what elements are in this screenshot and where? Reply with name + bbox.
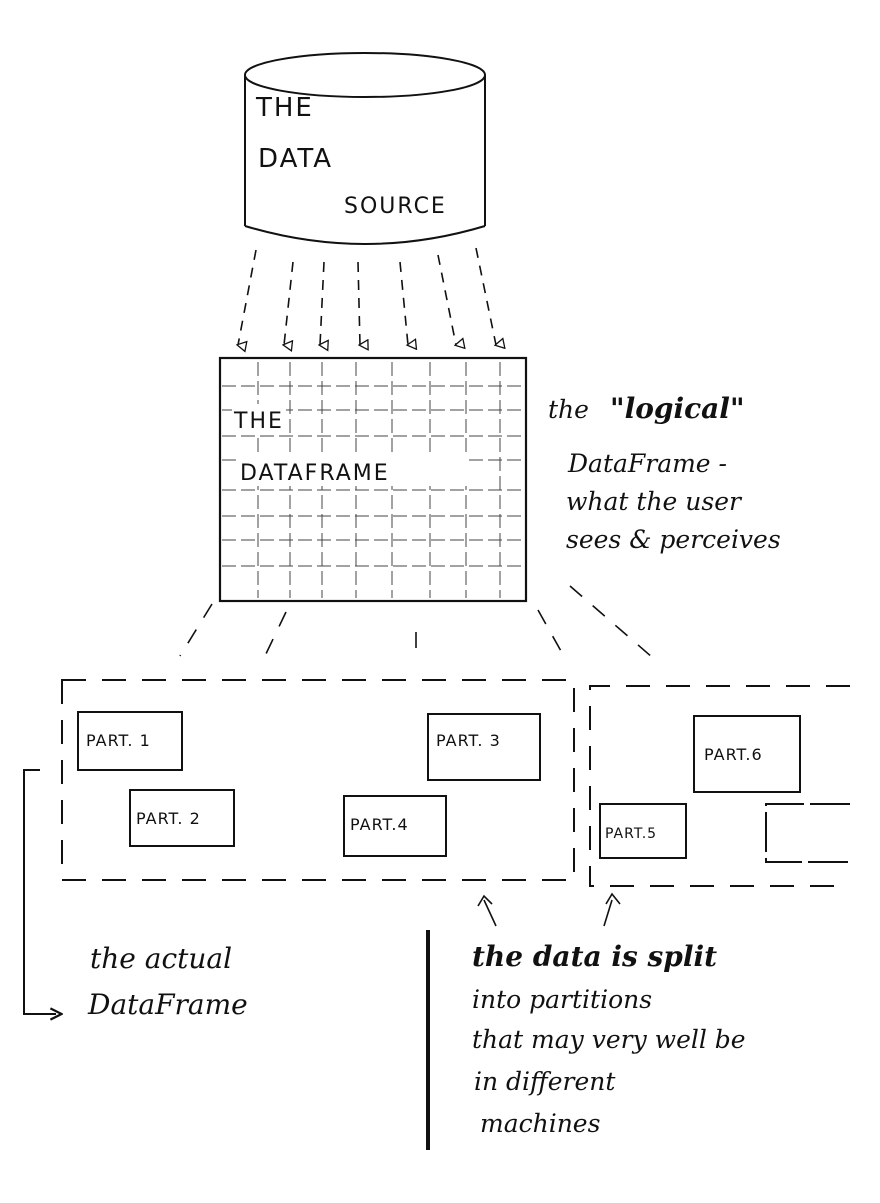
machine-1-container — [61, 679, 575, 881]
actual-note-line1: the actual — [90, 942, 232, 975]
pointer-arrow-1 — [477, 894, 497, 927]
partition-3: PART. 3 — [427, 713, 541, 781]
partition-2-label: PART. 2 — [136, 809, 201, 828]
actual-note-line2: DataFrame — [87, 988, 248, 1021]
split-note-line5: machines — [480, 1109, 600, 1138]
partition-1-label: PART. 1 — [86, 731, 151, 750]
logical-note-emphasis: "logical" — [610, 392, 745, 425]
load-arrow-1 — [238, 249, 257, 345]
partition-4: PART.4 — [343, 795, 447, 857]
load-arrow-6 — [437, 254, 456, 345]
partition-6: PART.6 — [693, 715, 801, 793]
data-source-label-line3: SOURCE — [344, 194, 447, 219]
actual-dataframe-note: the actual DataFrame — [87, 942, 248, 1021]
partition-3-label: PART. 3 — [436, 731, 501, 750]
partition-1: PART. 1 — [77, 711, 183, 771]
split-note-line4: in different — [474, 1067, 616, 1096]
machine-pointer-arrows — [477, 892, 621, 927]
machine-2-container — [589, 685, 850, 887]
data-source-label-line2: DATA — [258, 144, 333, 174]
load-arrows — [238, 247, 496, 345]
load-arrow-2 — [284, 261, 294, 345]
partition-2: PART. 2 — [129, 789, 235, 847]
partition-5: PART.5 — [599, 803, 687, 859]
data-source-cylinder: THE DATA SOURCE — [244, 52, 486, 245]
logical-note-line4: sees & perceives — [566, 525, 781, 554]
actual-dataframe-bracket — [23, 769, 56, 1014]
dataframe-connectors — [179, 585, 661, 665]
logical-note-prefix: the — [548, 395, 589, 424]
load-arrow-7 — [475, 247, 496, 345]
partition-note: the data is split into partitions that m… — [472, 940, 746, 1138]
logical-dataframe: THE DATAFRAME — [218, 356, 528, 603]
partition-6-label: PART.6 — [704, 745, 763, 764]
logical-note-line3: what the user — [566, 487, 743, 516]
split-note-line1: the data is split — [472, 940, 717, 973]
logical-note-line2: DataFrame - — [567, 449, 727, 478]
data-source-label-line1: THE — [255, 93, 314, 123]
load-arrow-5 — [399, 261, 408, 345]
load-arrow-4 — [357, 261, 360, 345]
split-note-line3: that may very well be — [472, 1025, 746, 1054]
dataframe-label-line2: DATAFRAME — [240, 461, 390, 486]
logical-dataframe-note: the "logical" DataFrame - what the user … — [548, 392, 781, 554]
load-arrow-3 — [320, 261, 324, 345]
partition-5-label: PART.5 — [605, 826, 657, 842]
pointer-arrow-2 — [603, 892, 621, 927]
partition-4-label: PART.4 — [350, 815, 409, 834]
dataframe-label-line1: THE — [233, 409, 284, 434]
split-note-line2: into partitions — [472, 985, 652, 1014]
partition-cutoff — [765, 803, 850, 863]
